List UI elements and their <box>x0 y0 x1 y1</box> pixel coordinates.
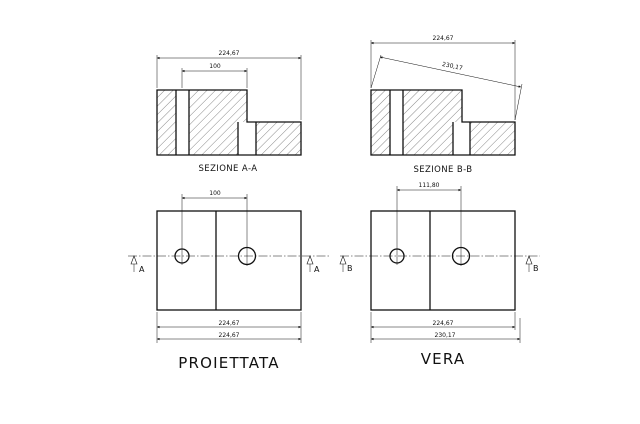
section-bb-dim-overall-label: 224,67 <box>433 35 454 42</box>
plan-right-cut-letter-left: B <box>347 264 353 273</box>
plan-left-dim-holes: 100 <box>181 190 248 247</box>
plan-left-view: 100 224,67 224,67 A A PROIETTATA <box>128 190 330 372</box>
plan-right-cut-arrow-right: B <box>525 255 539 273</box>
section-bb-dim-oblique: 230,17 <box>370 54 523 121</box>
plan-right-dim-bottom-1-label: 224,67 <box>433 320 454 327</box>
section-aa-view: 224,67 100 SEZIONE A-A <box>156 50 302 174</box>
section-bb-view: 224,67 230,17 SEZIONE B-B <box>370 35 523 175</box>
section-bb-outline <box>370 89 516 156</box>
plan-left-outline <box>156 210 302 311</box>
plan-right-cut-arrow-left: B <box>339 255 353 273</box>
section-aa-dim-inner: 100 <box>181 63 248 88</box>
section-aa-dim-overall: 224,67 <box>156 50 302 120</box>
plan-right-dim-bottom-2-label: 230,17 <box>435 332 456 339</box>
plan-left-cut-arrow-right: A <box>306 255 320 274</box>
plan-left-dim-bottom: 224,67 224,67 <box>156 312 302 343</box>
plan-left-dim-holes-label: 100 <box>209 190 221 197</box>
plan-left-caption: PROIETTATA <box>178 354 279 372</box>
section-aa-dim-overall-label: 224,67 <box>219 50 240 57</box>
section-aa-dim-inner-label: 100 <box>209 63 221 70</box>
section-bb-caption: SEZIONE B-B <box>413 165 472 175</box>
plan-left-cut-arrow-left: A <box>130 255 145 274</box>
plan-right-caption: VERA <box>421 350 466 368</box>
plan-right-dim-holes: 111,80 <box>396 182 462 247</box>
section-aa-outline <box>156 89 302 156</box>
plan-left-dim-bottom-2-label: 224,67 <box>219 332 240 339</box>
section-aa-hatching <box>157 90 301 155</box>
plan-left-cut-letter-left: A <box>139 265 145 274</box>
plan-right-cut-letter-right: B <box>533 264 539 273</box>
plan-right-outline <box>370 210 516 311</box>
plan-left-dim-bottom-1-label: 224,67 <box>219 320 240 327</box>
plan-left-cut-letter-right: A <box>314 265 320 274</box>
section-bb-dim-oblique-label: 230,17 <box>441 61 463 72</box>
section-aa-caption: SEZIONE A-A <box>199 164 258 174</box>
plan-right-dim-bottom: 224,67 230,17 <box>370 312 521 343</box>
plan-right-view: 111,80 224,67 230,17 B B VERA <box>339 182 540 368</box>
plan-right-dim-holes-label: 111,80 <box>419 182 440 189</box>
section-bb-hatching <box>371 90 515 155</box>
